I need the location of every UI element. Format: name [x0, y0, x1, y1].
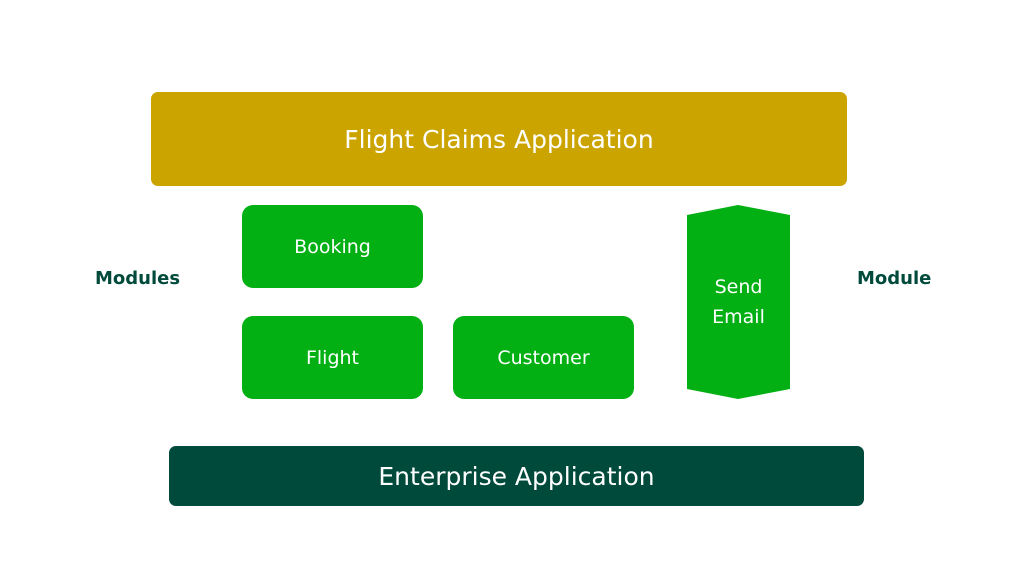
- customer-module-label: Customer: [497, 346, 590, 369]
- flight-module-label: Flight: [305, 346, 360, 369]
- send-email-line1: Send: [714, 276, 763, 298]
- flight-module: Flight: [242, 316, 423, 399]
- customer-module: Customer: [453, 316, 634, 399]
- send-email-line2: Email: [712, 306, 765, 328]
- flight-claims-application-block: Flight Claims Application: [151, 92, 847, 186]
- enterprise-application-label: Enterprise Application: [378, 461, 655, 491]
- booking-module: Booking: [242, 205, 423, 288]
- send-email-shape: [687, 205, 790, 399]
- send-email-label: Send Email: [712, 272, 765, 332]
- module-label: Module: [857, 268, 932, 289]
- send-email-module: Send Email: [687, 205, 790, 399]
- booking-module-label: Booking: [294, 235, 371, 258]
- enterprise-application-block: Enterprise Application: [169, 446, 864, 506]
- modules-label: Modules: [95, 268, 181, 289]
- flight-claims-application-label: Flight Claims Application: [344, 124, 654, 154]
